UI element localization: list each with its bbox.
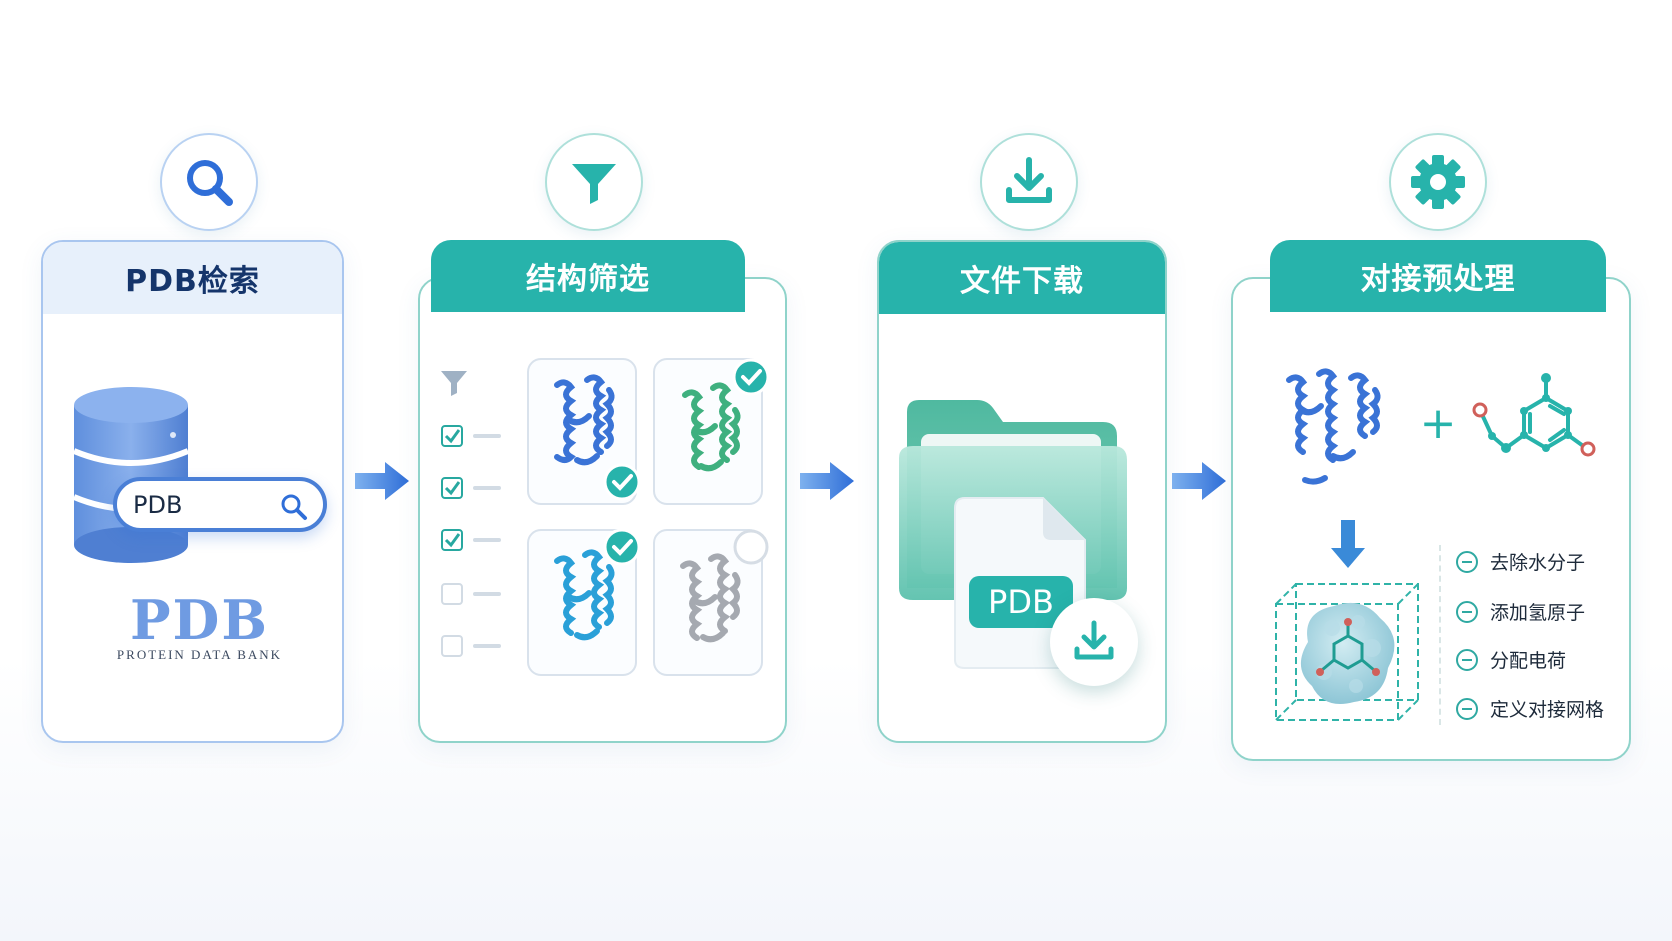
pdb-logo: PDB PROTEIN DATA BANK: [112, 588, 287, 663]
filter-option-2[interactable]: [441, 477, 501, 499]
prep-step-remove-water: 去除水分子: [1456, 548, 1585, 575]
filter-icon: [441, 371, 467, 396]
flow-arrow-3: [1172, 462, 1226, 500]
down-arrow-icon: [1331, 520, 1365, 568]
filter-option-5[interactable]: [441, 635, 501, 657]
ligand-molecule-icon: [1472, 373, 1596, 457]
card-title-text: 对接预处理: [1360, 262, 1516, 297]
option-placeholder: [473, 486, 501, 490]
step-list-divider: [1439, 545, 1441, 725]
card-title-text: PDB检索: [125, 264, 260, 299]
docking-grid-box-icon: [1275, 583, 1419, 721]
step2-icon-circle: [545, 133, 643, 231]
prep-step-label: 添加氢原子: [1490, 602, 1586, 624]
step4-icon-circle: [1389, 133, 1487, 231]
plus-sign: +: [1419, 398, 1457, 449]
pdb-logo-tagline: PROTEIN DATA BANK: [116, 647, 283, 662]
prep-step-assign-charges: 分配电荷: [1456, 646, 1566, 673]
minus-circle-icon: [1456, 648, 1478, 671]
step3-icon-circle: [980, 133, 1078, 231]
card-docking-prep: [1231, 277, 1631, 761]
gear-icon: [1411, 155, 1465, 209]
database-icon: [72, 387, 190, 563]
minus-circle-icon: [1456, 600, 1478, 623]
protein-structure-icon: [554, 549, 615, 641]
card-title: PDB检索: [43, 242, 342, 314]
prep-step-label: 定义对接网格: [1490, 699, 1605, 721]
checkbox-unchecked[interactable]: [441, 635, 463, 657]
card-title-text: 文件下载: [960, 264, 1084, 299]
card-title: 对接预处理: [1270, 240, 1606, 312]
protein-structure-icon: [1286, 368, 1381, 485]
prep-step-add-hydrogen: 添加氢原子: [1456, 598, 1585, 625]
filter-icon: [572, 164, 616, 204]
pdb-file-label: PDB: [969, 576, 1073, 628]
filter-option-4[interactable]: [441, 583, 501, 605]
protein-structure-icon: [680, 553, 741, 643]
option-placeholder: [473, 644, 501, 648]
option-placeholder: [473, 434, 501, 438]
download-icon: [1006, 157, 1052, 203]
step1-icon-circle: [160, 133, 258, 231]
search-input[interactable]: PDB: [113, 477, 327, 532]
protein-structure-icon: [682, 382, 741, 472]
option-placeholder: [473, 538, 501, 542]
card-title-text: 结构筛选: [526, 262, 650, 297]
card-title: 结构筛选: [431, 240, 745, 312]
checkbox-checked[interactable]: [441, 477, 463, 499]
check-badge-icon: [732, 358, 770, 396]
option-placeholder: [473, 592, 501, 596]
prep-step-label: 分配电荷: [1490, 650, 1567, 672]
prep-step-define-grid: 定义对接网格: [1456, 695, 1604, 722]
protein-structure-icon: [554, 374, 615, 466]
flow-arrow-1: [355, 462, 409, 500]
search-icon: [281, 494, 307, 520]
download-icon: [1074, 620, 1114, 660]
checkbox-unchecked[interactable]: [441, 583, 463, 605]
pdb-logo-wordmark: PDB: [129, 588, 270, 652]
minus-circle-icon: [1456, 697, 1478, 720]
card-title: 文件下载: [879, 242, 1165, 314]
flow-arrow-2: [800, 462, 854, 500]
search-input-text: PDB: [133, 490, 183, 519]
empty-badge-icon: [733, 529, 769, 565]
check-badge-icon: [603, 528, 641, 566]
folder-icon: [899, 400, 1127, 669]
checkbox-checked[interactable]: [441, 425, 463, 447]
minus-circle-icon: [1456, 550, 1478, 573]
search-icon: [187, 160, 233, 206]
filter-option-3[interactable]: [441, 529, 501, 551]
check-badge-icon: [603, 463, 641, 501]
filter-option-1[interactable]: [441, 425, 501, 447]
download-badge[interactable]: [1050, 598, 1138, 686]
checkbox-checked[interactable]: [441, 529, 463, 551]
pdb-file-label-text: PDB: [988, 583, 1054, 621]
prep-step-label: 去除水分子: [1490, 552, 1586, 574]
